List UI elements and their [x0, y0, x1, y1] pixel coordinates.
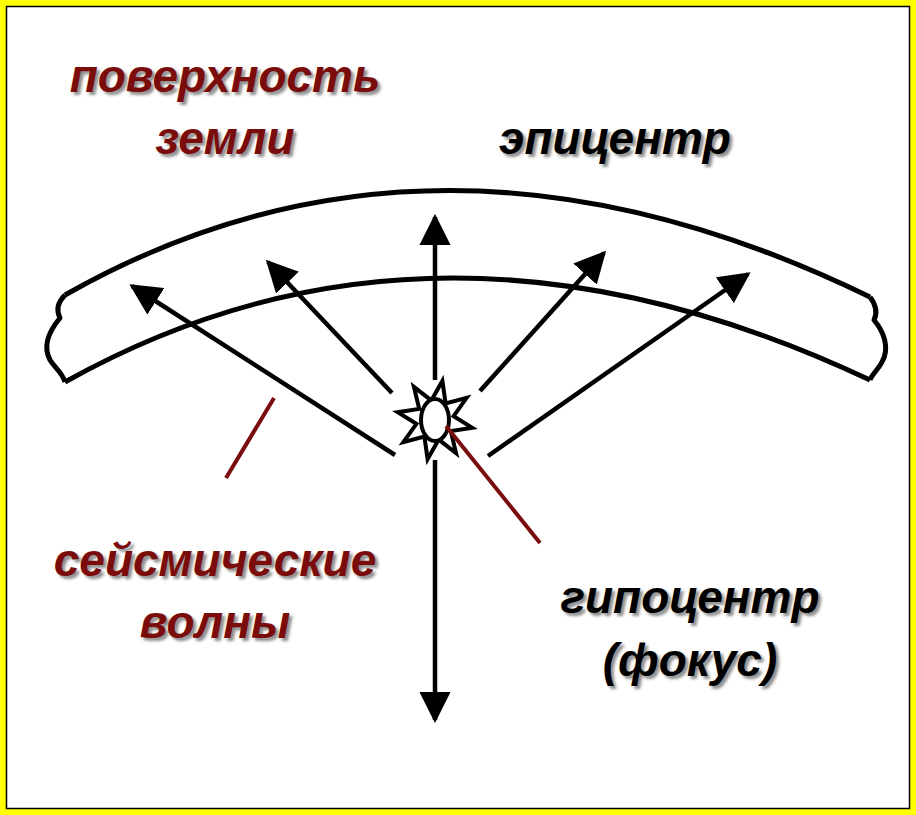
leader-lines [226, 398, 540, 543]
hypocenter-focus [421, 399, 449, 441]
earth-crust-band [47, 190, 886, 382]
inner-frame [7, 7, 910, 809]
wave-arrow [480, 253, 604, 391]
wave-arrow [433, 460, 438, 720]
epicenter-label: эпицентр [445, 107, 785, 169]
hypocenter-label: гипоцентр (фокус) [520, 566, 860, 692]
right-cut-edge [870, 297, 886, 380]
wave-arrow [268, 262, 392, 393]
leader-line [226, 398, 274, 478]
wave-arrow [132, 286, 395, 455]
wave-arrow [433, 217, 438, 380]
leader-line [446, 426, 540, 543]
seismic-waves-label: сейсмические волны [6, 529, 424, 653]
outer-frame [3, 3, 913, 812]
surface-label: поверхность земли [15, 45, 435, 169]
left-cut-edge [47, 295, 65, 382]
wave-arrow [488, 274, 748, 456]
outer-surface-arc [65, 190, 870, 297]
inner-surface-arc [65, 278, 870, 382]
